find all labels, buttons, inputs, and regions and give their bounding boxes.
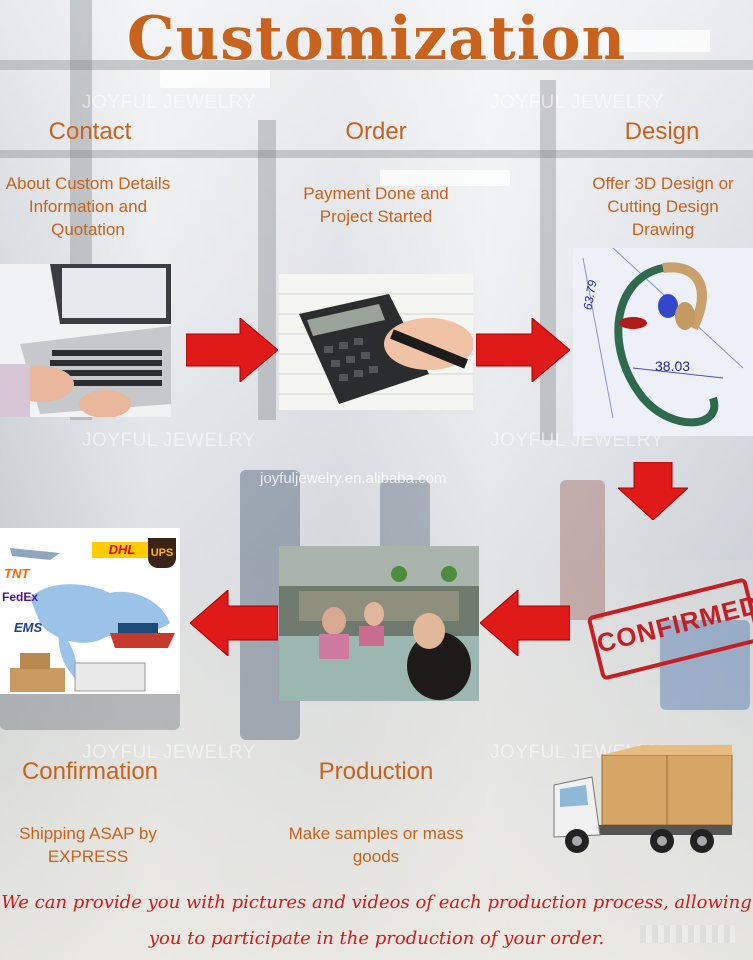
- blurred-worker: [560, 480, 605, 620]
- step-desc-order: Payment Done and Project Started: [303, 184, 449, 226]
- step-desc-design: Offer 3D Design or Cutting Design Drawin…: [592, 174, 734, 239]
- ceiling-beam: [0, 60, 753, 70]
- laptop-icon: [0, 264, 171, 417]
- watermark: JOYFUL JEWELRY: [82, 742, 256, 763]
- world-map-icon: [10, 548, 175, 692]
- production-photo: [279, 546, 479, 701]
- footer-text-line1: We can provide you with pictures and vid…: [1, 892, 752, 913]
- arrow-right-icon: [186, 318, 278, 382]
- calculator-icon: [279, 274, 473, 410]
- site-watermark: joyfuljewelry.en.alibaba.com: [260, 470, 447, 487]
- dimension-label: 38.03: [655, 358, 691, 374]
- ceiling-light: [560, 30, 710, 52]
- tnt-logo: TNT: [4, 566, 30, 581]
- blurred-mark: [640, 925, 735, 943]
- ups-logo: UPS: [148, 538, 176, 568]
- workshop-icon: [279, 546, 479, 701]
- page-title: Customization: [126, 4, 627, 74]
- step-desc-production: Make samples or mass goods: [288, 824, 464, 866]
- blurred-table: [0, 690, 180, 730]
- arrow-down-icon: [618, 462, 688, 520]
- ceiling-light: [380, 170, 510, 186]
- ring-design-icon: [573, 248, 753, 436]
- ceiling-light: [160, 70, 270, 88]
- watermark: JOYFUL JEWELRY: [82, 430, 256, 451]
- calculator-photo: [279, 274, 473, 410]
- laptop-photo: [0, 264, 171, 417]
- arrow-left-icon: [190, 590, 278, 656]
- dhl-logo: DHL: [92, 542, 152, 558]
- blurred-crates: [660, 620, 750, 710]
- step-title-design: Design: [624, 118, 700, 145]
- step-title-confirmation: Confirmation: [21, 758, 159, 785]
- pillar: [540, 80, 556, 440]
- fedex-logo: FedEx: [2, 590, 39, 604]
- arrow-right-icon: [476, 318, 570, 382]
- footer-text-line2: you to participate in the production of …: [148, 928, 605, 949]
- step-title-contact: Contact: [48, 118, 132, 145]
- watermark: JOYFUL JEWELRY: [82, 92, 256, 113]
- shipping-logos-panel: DHL UPS TNT FedEx EMS: [0, 528, 180, 694]
- ceiling-beam: [0, 150, 753, 158]
- step-desc-confirmation: Shipping ASAP by EXPRESS: [19, 824, 157, 866]
- step-title-order: Order: [345, 118, 407, 145]
- ring-cad-drawing: 63.79 38.03: [573, 248, 753, 436]
- truck-icon: [553, 745, 733, 853]
- ems-logo: EMS: [14, 620, 43, 635]
- watermark: JOYFUL JEWELRY: [490, 92, 664, 113]
- step-title-production: Production: [318, 758, 434, 785]
- arrow-left-icon: [480, 590, 570, 656]
- step-desc-contact: About Custom Details Information and Quo…: [5, 174, 171, 239]
